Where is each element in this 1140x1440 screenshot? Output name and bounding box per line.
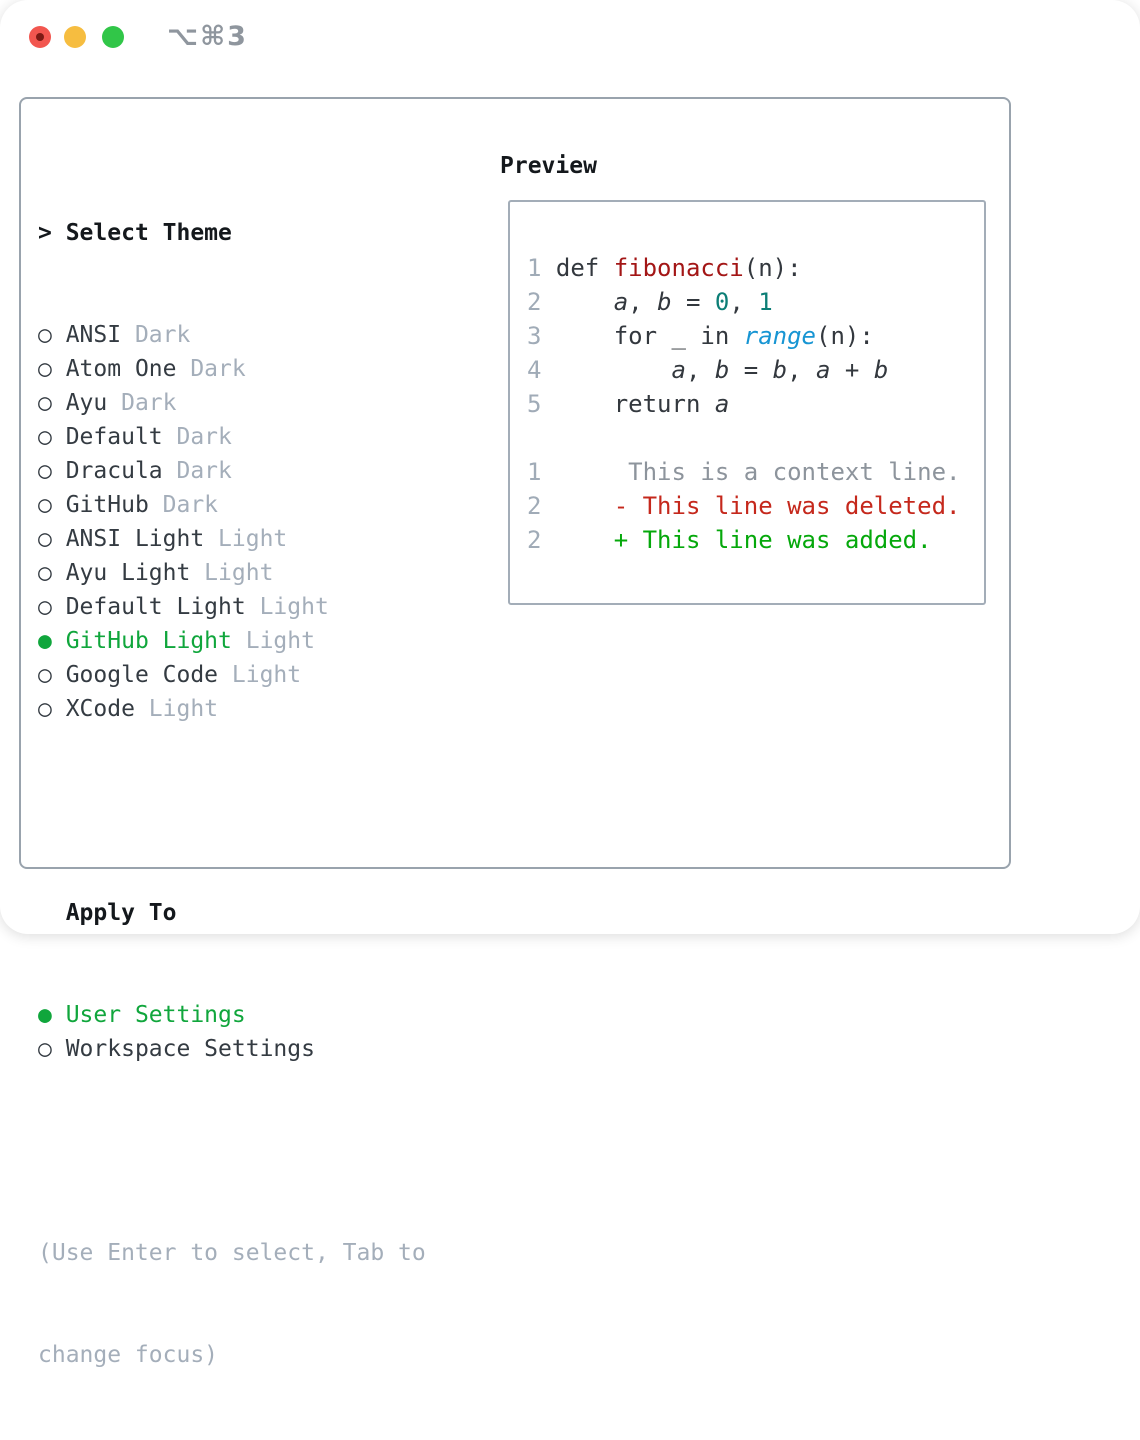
apply-to-list: ● User Settings○ Workspace Settings <box>38 998 478 1066</box>
preview-line-blank <box>527 421 960 455</box>
theme-variant: Dark <box>176 356 246 382</box>
theme-list: ○ ANSI Dark○ Atom One Dark○ Ayu Dark○ De… <box>38 318 478 726</box>
radio-unselected-icon: ○ <box>38 322 66 348</box>
apply-option-user-settings[interactable]: ● User Settings <box>38 998 478 1032</box>
preview-line-code: 4 a, b = b, a + b <box>527 356 889 384</box>
apply-option-workspace-settings[interactable]: ○ Workspace Settings <box>38 1032 478 1066</box>
theme-name: Ayu Light <box>65 560 191 586</box>
radio-selected-icon: ● <box>38 628 66 654</box>
theme-variant: Light <box>190 560 274 586</box>
theme-option-ayu-light[interactable]: ○ Ayu Light Light <box>38 556 478 590</box>
theme-variant: Light <box>218 662 302 688</box>
radio-selected-icon: ● <box>38 1002 66 1028</box>
theme-list-header: > Select Theme <box>38 216 478 250</box>
radio-unselected-icon: ○ <box>38 390 66 416</box>
theme-option-dracula[interactable]: ○ Dracula Dark <box>38 454 478 488</box>
theme-name: XCode <box>65 696 135 722</box>
theme-picker: > Select Theme ○ ANSI Dark○ Atom One Dar… <box>38 148 478 1440</box>
theme-name: GitHub <box>65 492 149 518</box>
app-window: ⌥⌘3 > Select Theme ○ ANSI Dark○ Atom One… <box>19 21 1011 1368</box>
theme-option-ayu[interactable]: ○ Ayu Dark <box>38 386 478 420</box>
theme-variant: Light <box>134 696 219 722</box>
theme-option-ansi-light[interactable]: ○ ANSI Light Light <box>38 522 478 556</box>
preview-code: 1 def fibonacci(n): 2 a, b = 0, 1 3 for _ … <box>527 251 960 557</box>
theme-option-github[interactable]: ○ GitHub Dark <box>38 488 478 522</box>
theme-variant: Light <box>204 526 288 552</box>
hint-line-1: (Use Enter to select, Tab to <box>38 1240 426 1266</box>
radio-unselected-icon: ○ <box>38 492 66 518</box>
minimize-button[interactable] <box>64 26 86 48</box>
theme-option-default-light[interactable]: ○ Default Light Light <box>38 590 478 624</box>
close-button[interactable] <box>29 26 51 48</box>
theme-option-default[interactable]: ○ Default Dark <box>38 420 478 454</box>
theme-variant: Light <box>245 594 329 620</box>
window-title-shortcut: ⌥⌘3 <box>167 21 248 52</box>
spacer <box>38 794 478 828</box>
theme-variant: Dark <box>162 424 232 450</box>
radio-unselected-icon: ○ <box>38 458 66 484</box>
theme-variant: Dark <box>148 492 219 518</box>
preview-line-code: 2 a, b = 0, 1 <box>527 288 773 316</box>
theme-option-ansi[interactable]: ○ ANSI Dark <box>38 318 478 352</box>
preview-pane: 1 def fibonacci(n): 2 a, b = 0, 1 3 for _ … <box>508 200 986 605</box>
zoom-button[interactable] <box>102 26 124 48</box>
header-caret-icon: > <box>38 220 66 246</box>
radio-unselected-icon: ○ <box>38 526 66 552</box>
radio-unselected-icon: ○ <box>38 1036 66 1062</box>
hint-line-2: change focus) <box>38 1342 219 1368</box>
apply-option-label: User Settings <box>65 1002 246 1028</box>
theme-variant: Dark <box>121 322 191 348</box>
theme-name: ANSI <box>65 322 122 348</box>
theme-option-atom-one[interactable]: ○ Atom One Dark <box>38 352 478 386</box>
radio-unselected-icon: ○ <box>38 560 66 586</box>
radio-unselected-icon: ○ <box>38 356 66 382</box>
preview-line-code: 5 return a <box>527 390 730 418</box>
theme-name: Google Code <box>65 662 219 688</box>
theme-name: Default <box>65 424 163 450</box>
preview-line-diff-context: 1 This is a context line. <box>527 458 961 486</box>
theme-variant: Dark <box>162 458 232 484</box>
theme-name: Ayu <box>65 390 108 416</box>
apply-to-header: Apply To <box>65 900 177 926</box>
apply-option-label: Workspace Settings <box>65 1036 315 1062</box>
theme-option-github-light[interactable]: ● GitHub Light Light <box>38 624 478 658</box>
theme-name: Default Light <box>65 594 246 620</box>
spacer <box>38 1134 478 1168</box>
preview-line-diff-added: 2 + This line was added. <box>527 526 932 554</box>
preview-line-code: 1 def fibonacci(n): <box>527 254 802 282</box>
theme-variant: Light <box>231 628 315 654</box>
theme-name: Dracula <box>65 458 163 484</box>
theme-name: ANSI Light <box>65 526 205 552</box>
theme-name: GitHub Light <box>65 628 232 654</box>
preview-line-code: 3 for _ in range(n): <box>527 322 874 350</box>
radio-unselected-icon: ○ <box>38 594 66 620</box>
preview-title: Preview <box>500 153 597 179</box>
radio-unselected-icon: ○ <box>38 696 66 722</box>
preview-line-diff-deleted: 2 - This line was deleted. <box>527 492 961 520</box>
theme-list-header-label: Select Theme <box>65 220 232 246</box>
theme-option-xcode[interactable]: ○ XCode Light <box>38 692 478 726</box>
theme-variant: Dark <box>107 390 177 416</box>
radio-unselected-icon: ○ <box>38 662 66 688</box>
theme-option-google-code[interactable]: ○ Google Code Light <box>38 658 478 692</box>
theme-name: Atom One <box>65 356 177 382</box>
radio-unselected-icon: ○ <box>38 424 66 450</box>
